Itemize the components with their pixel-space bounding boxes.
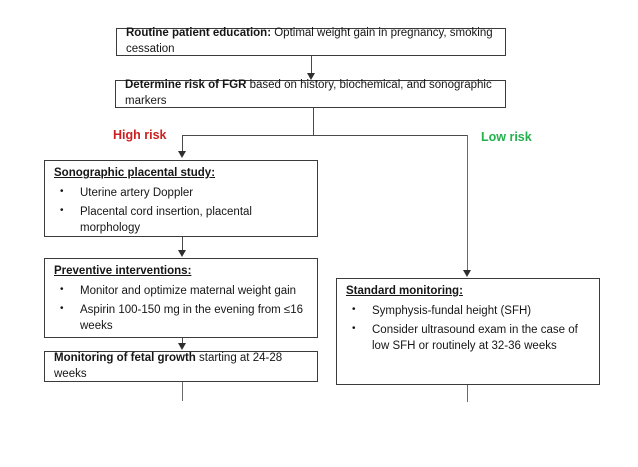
node-preventive-interventions-bullets: Monitor and optimize maternal weight gai… bbox=[54, 283, 308, 335]
branch-label-high-risk: High risk bbox=[113, 128, 167, 142]
connector-risk-stem bbox=[313, 108, 314, 135]
node-monitoring-fetal-growth: Monitoring of fetal growth starting at 2… bbox=[44, 351, 318, 382]
list-item: Consider ultrasound exam in the case of … bbox=[346, 322, 590, 354]
arrowhead-high-risk bbox=[178, 151, 186, 158]
branch-label-low-risk: Low risk bbox=[481, 130, 532, 144]
node-standard-monitoring: Standard monitoring: Symphysis-fundal he… bbox=[336, 278, 600, 385]
list-item: Symphysis-fundal height (SFH) bbox=[346, 303, 590, 320]
node-sonographic-placental-study-heading: Sonographic placental study: bbox=[54, 167, 216, 179]
node-routine-patient-education: Routine patient education: Optimal weigh… bbox=[116, 27, 506, 56]
connector-growth-outflow-stub bbox=[182, 382, 183, 401]
node-preventive-interventions-heading: Preventive interventions: bbox=[54, 265, 192, 277]
arrowhead-preventive-to-growth bbox=[178, 343, 186, 350]
connector-high-risk-drop bbox=[182, 135, 183, 152]
node-monitoring-fetal-growth-heading: Monitoring of fetal growth bbox=[54, 351, 196, 364]
node-monitoring-fetal-growth-body: starting at 24-28 weeks bbox=[54, 351, 283, 380]
connector-preventive-to-growth bbox=[182, 338, 183, 345]
arrowhead-sonographic-to-preventive bbox=[178, 250, 186, 257]
list-item: Placental cord insertion, placental morp… bbox=[54, 204, 308, 236]
node-routine-patient-education-body: Optimal weight gain in pregnancy, smokin… bbox=[126, 27, 493, 55]
list-item: Monitor and optimize maternal weight gai… bbox=[54, 283, 308, 300]
node-preventive-interventions: Preventive interventions: Monitor and op… bbox=[44, 258, 318, 338]
connector-risk-split-bar bbox=[182, 135, 468, 136]
node-sonographic-placental-study-bullets: Uterine artery Doppler Placental cord in… bbox=[54, 185, 308, 237]
list-item: Uterine artery Doppler bbox=[54, 185, 308, 202]
node-determine-risk-of-fgr-heading: Determine risk of FGR bbox=[125, 79, 247, 92]
node-determine-risk-of-fgr-body: based on history, biochemical, and sonog… bbox=[125, 79, 492, 107]
node-standard-monitoring-heading: Standard monitoring: bbox=[346, 285, 463, 297]
node-determine-risk-of-fgr: Determine risk of FGR based on history, … bbox=[115, 79, 506, 108]
connector-low-risk-drop bbox=[467, 135, 468, 271]
node-routine-patient-education-heading: Routine patient education: bbox=[126, 27, 272, 40]
connector-standard-monitoring-outflow-stub bbox=[467, 385, 468, 402]
node-sonographic-placental-study: Sonographic placental study: Uterine art… bbox=[44, 160, 318, 237]
connector-sonographic-to-preventive bbox=[182, 237, 183, 251]
node-standard-monitoring-bullets: Symphysis-fundal height (SFH) Consider u… bbox=[346, 303, 590, 355]
arrowhead-low-risk bbox=[463, 270, 471, 277]
arrowhead-education-to-risk bbox=[307, 73, 315, 80]
connector-education-to-risk bbox=[311, 56, 312, 74]
list-item: Aspirin 100-150 mg in the evening from ≤… bbox=[54, 302, 308, 334]
